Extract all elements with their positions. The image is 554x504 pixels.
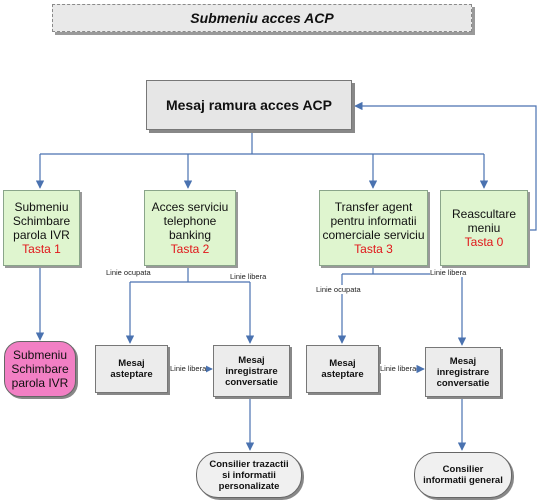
node-line: asteptare — [110, 369, 153, 380]
node-line: Mesaj — [329, 358, 356, 369]
branch-line: banking — [168, 228, 212, 242]
mesaj-inregistrare-box-2: Mesaj inregistrare conversatie — [425, 347, 501, 397]
consilier-informatii-general-node: Consilier informatii general — [414, 452, 512, 498]
node-line: inregistrare — [225, 365, 278, 377]
node-line: inregistrare — [436, 366, 490, 378]
edge-label-linie-libera-3: Linie libera — [430, 268, 467, 277]
edge-label-linie-libera-4: Linie libera — [380, 364, 417, 373]
branch-line: Acces serviciu — [151, 200, 229, 214]
node-line: Mesaj — [238, 354, 265, 366]
branch-line: comerciale serviciu — [322, 228, 425, 242]
edge-label-linie-libera-1: Linie libera — [230, 272, 267, 281]
diagram-title: Submeniu acces ACP — [190, 10, 334, 26]
main-menu-label: Mesaj ramura acces ACP — [165, 97, 333, 113]
node-line: conversatie — [225, 376, 278, 388]
consilier-tranzactii-node: Consilier trazactii si informatii person… — [196, 452, 302, 498]
node-line: asteptare — [321, 369, 364, 380]
main-menu-box: Mesaj ramura acces ACP — [146, 80, 352, 130]
node-line: parola IVR — [11, 376, 69, 390]
submeniu-schimbare-parola-node: Submeniu Schimbare parola IVR — [4, 341, 76, 397]
node-line: Mesaj — [118, 358, 145, 369]
mesaj-asteptare-box-2: Mesaj asteptare — [306, 345, 379, 393]
title-box: Submeniu acces ACP — [52, 4, 472, 32]
mesaj-inregistrare-box-1: Mesaj inregistrare conversatie — [213, 345, 290, 397]
branch-line: telephone — [163, 214, 217, 228]
branch-tasta3: Transfer agent pentru informatii comerci… — [319, 190, 428, 266]
node-line: Mesaj — [449, 355, 477, 367]
edge-label-linie-ocupata-1: Linie ocupata — [106, 268, 151, 277]
branch-line: meniu — [467, 221, 501, 235]
branch-line: parola IVR — [13, 228, 70, 242]
branch-line: Reascultare — [451, 207, 517, 221]
branch-key: Tasta 2 — [170, 242, 210, 256]
branch-tasta1: Submeniu Schimbare parola IVR Tasta 1 — [3, 190, 80, 266]
node-line: Consilier trazactii — [209, 458, 289, 470]
branch-key: Tasta 0 — [464, 235, 504, 249]
node-line: personalizate — [218, 480, 280, 492]
branch-line: pentru informatii — [330, 214, 417, 228]
branch-line: Transfer agent — [334, 200, 413, 214]
connector-loop-back — [354, 101, 537, 231]
branch-line: Submeniu — [14, 200, 69, 214]
branch-key: Tasta 3 — [354, 242, 393, 256]
edge-label-linie-libera-2: Linie libera — [170, 364, 207, 373]
node-line: informatii general — [423, 475, 503, 486]
branch-tasta0: Reascultare meniu Tasta 0 — [440, 190, 528, 266]
node-line: si informatii — [222, 469, 276, 481]
node-line: Consilier — [442, 464, 484, 475]
node-line: conversatie — [436, 377, 490, 389]
node-line: Submeniu — [12, 348, 68, 362]
node-line: Schimbare — [11, 362, 69, 376]
edge-label-linie-ocupata-2: Linie ocupata — [316, 285, 361, 294]
branch-line: Schimbare — [12, 214, 71, 228]
branch-tasta2: Acces serviciu telephone banking Tasta 2 — [144, 190, 236, 266]
mesaj-asteptare-box-1: Mesaj asteptare — [95, 345, 168, 393]
branch-key: Tasta 1 — [22, 242, 61, 256]
